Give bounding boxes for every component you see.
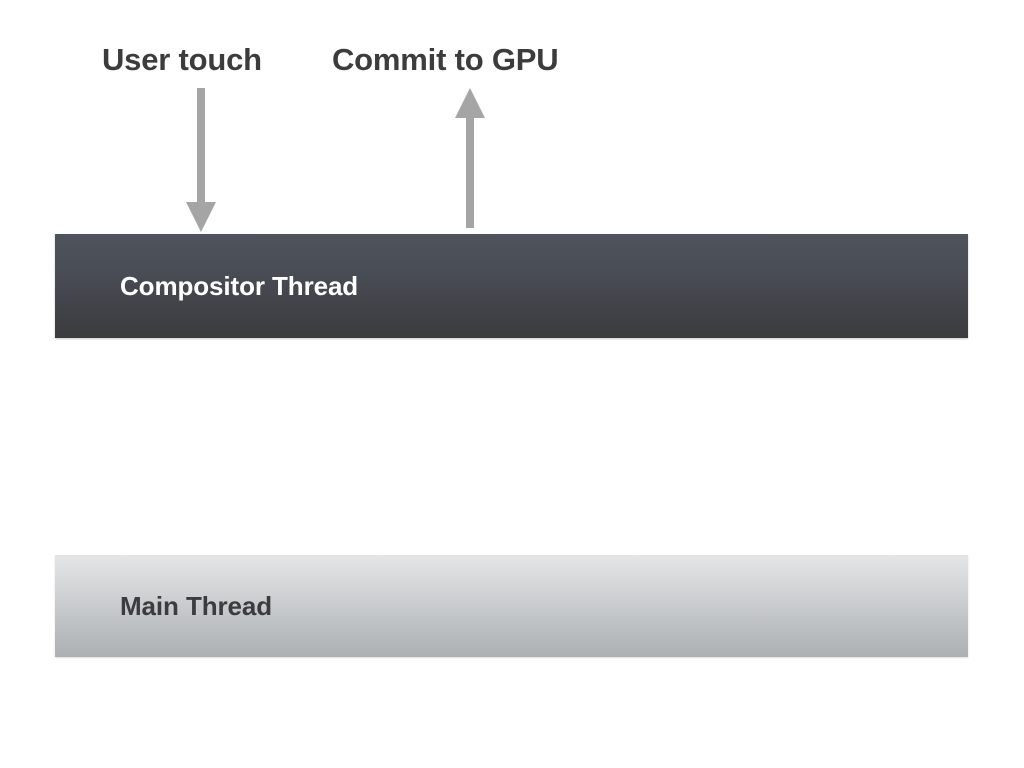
bar-main-thread-label: Main Thread [120,590,273,621]
label-commit-to-gpu: Commit to GPU [332,42,559,77]
bar-compositor-thread-label: Compositor Thread [120,270,359,301]
bar-compositor-thread: Compositor Thread [55,234,968,338]
bar-main-thread: Main Thread [55,555,968,657]
label-user-touch: User touch [102,42,262,77]
arrow-down-icon-user-touch [186,88,216,232]
arrow-up-icon-commit-to-gpu [455,88,485,228]
